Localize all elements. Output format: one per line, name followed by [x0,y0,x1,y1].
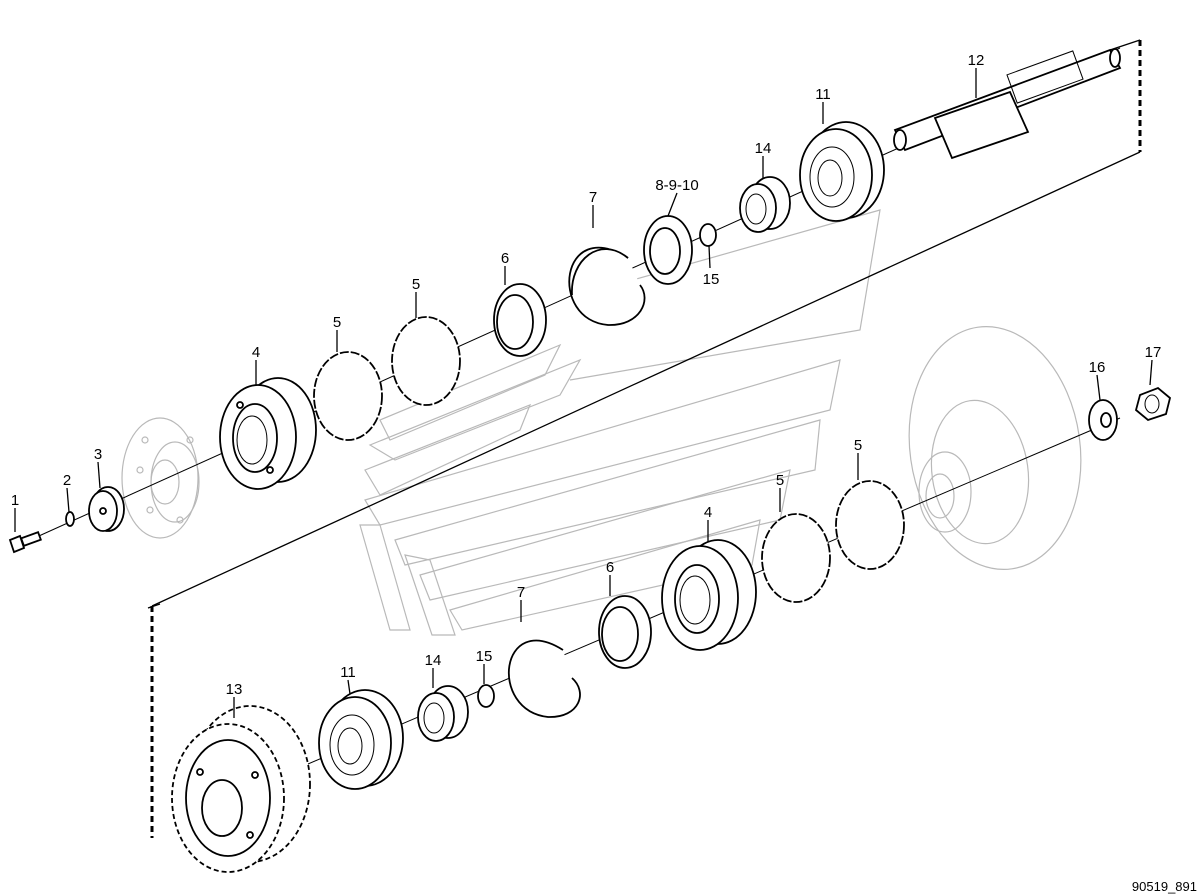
part-5-ring-c [761,513,831,603]
part-5-ring-b [391,316,461,406]
part-15-circlip-lower [477,684,495,708]
part-12-shaft [893,48,1122,160]
callout-1: 1 [11,492,19,509]
callout-14: 14 [755,140,772,157]
part-14-bearing-race-upper [739,176,791,233]
callout-labels-lower: 13 11 14 15 7 6 4 5 5 [226,437,863,698]
callout-5a: 5 [333,314,341,331]
callout-14-lower: 14 [425,652,442,669]
callout-17: 17 [1145,344,1162,361]
callout-11-lower: 11 [340,664,356,681]
callout-15-lower: 15 [476,648,493,665]
callout-6: 6 [501,250,509,267]
part-2-washer [65,511,75,527]
separator-lines [147,39,1142,838]
part-4-hub-upper [219,377,317,490]
callout-15: 15 [703,271,720,288]
callout-5c-lower: 5 [776,472,784,489]
part-5-ring-a [313,351,383,441]
part-8-9-10-shim [643,215,693,285]
callout-labels-upper: 1 2 3 4 5 5 6 7 8-9-10 15 14 11 12 16 17 [11,52,1162,509]
part-11-bearing-lower [318,689,404,790]
callout-16: 16 [1089,359,1106,376]
part-7-snap-ring-upper [568,246,646,326]
callout-4: 4 [252,344,260,361]
callout-5b: 5 [412,276,420,293]
callout-4-lower: 4 [704,504,712,521]
part-17-nut [1134,386,1172,422]
drawing-code: 90519_891 [1132,879,1197,894]
housing-ghost [908,326,1082,570]
callout-12: 12 [968,52,985,69]
part-16-washer [1088,399,1118,441]
callout-3: 3 [94,446,102,463]
flange-ghost [121,417,200,539]
callout-8-9-10: 8-9-10 [655,177,698,194]
part-1-bolt [8,531,42,554]
part-7-snap-ring-lower [507,639,581,718]
part-3-disc [88,486,125,532]
part-5-ring-d [835,480,905,570]
callout-11: 11 [815,86,831,103]
callout-13-lower: 13 [226,681,243,698]
callout-2: 2 [63,472,71,489]
part-6-seal-lower [598,595,652,669]
part-13-gear [171,705,311,873]
callout-7-lower: 7 [517,584,525,601]
leader-lines [14,68,1153,718]
part-4-hub-lower [661,539,757,651]
part-14-bearing-race-lower [417,685,469,742]
callout-7: 7 [589,189,597,206]
part-6-seal-upper [493,283,547,357]
callout-5d-lower: 5 [854,437,862,454]
callout-6-lower: 6 [606,559,614,576]
part-11-bearing-upper [799,121,885,222]
part-15-circlip-upper [699,223,717,247]
